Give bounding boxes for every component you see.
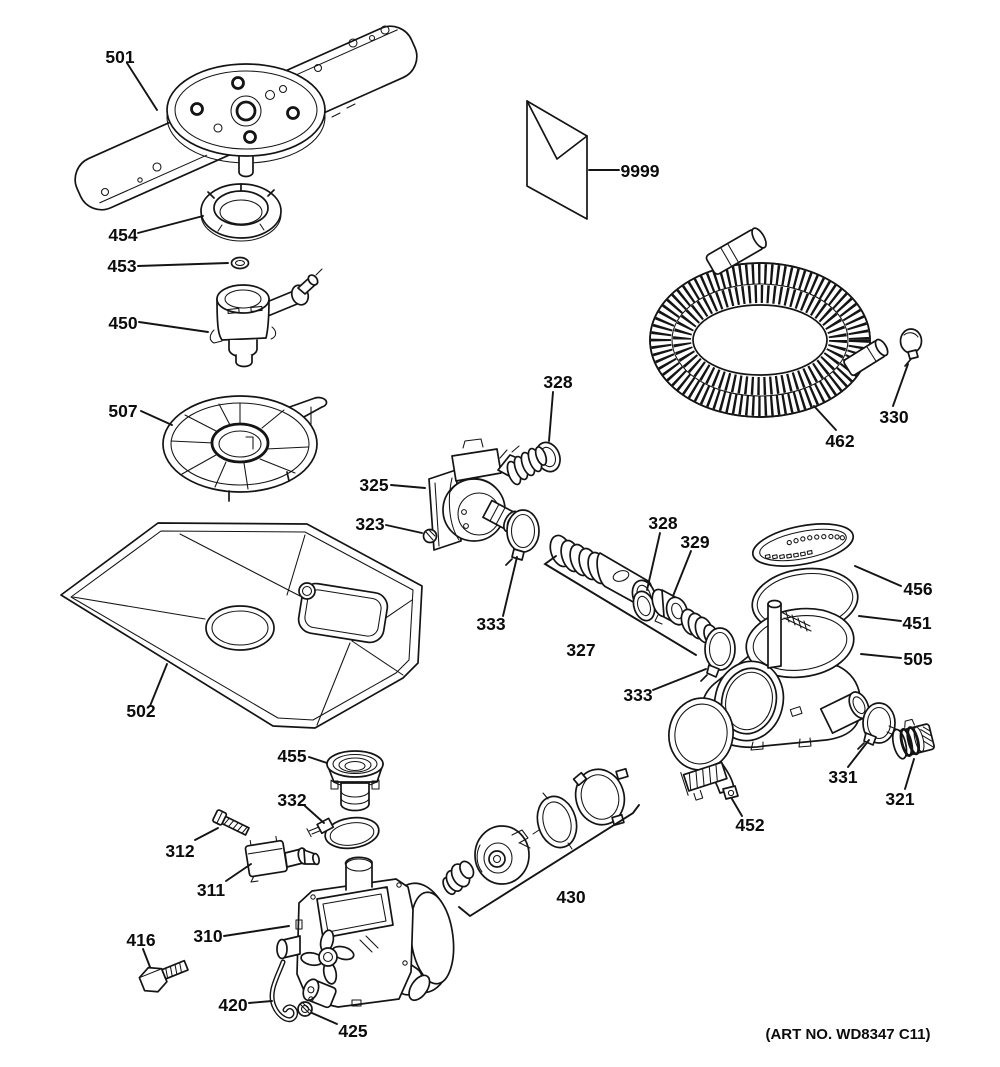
callout-328-upper: 328 (543, 372, 572, 392)
callout-325: 325 (359, 475, 388, 495)
callout-329: 329 (680, 532, 709, 552)
part-312-screw: 312 (165, 809, 250, 861)
callout-502: 502 (126, 701, 155, 721)
callout-453: 453 (107, 256, 136, 276)
part-450-water-conduit: 450 (108, 268, 323, 368)
callout-505: 505 (903, 649, 932, 669)
part-329-fitting: 329 (651, 532, 719, 647)
part-453-seal-ring: 453 (107, 256, 250, 276)
callout-507: 507 (108, 401, 137, 421)
callout-462: 462 (825, 431, 854, 451)
part-330-hose-clamp: 330 (879, 328, 923, 427)
callout-310: 310 (193, 926, 222, 946)
callout-330: 330 (879, 407, 908, 427)
part-331-clamp: 331 (828, 702, 897, 787)
callout-454: 454 (108, 225, 137, 245)
art-number: (ART NO. WD8347 C11) (765, 1026, 930, 1043)
part-310-motor-pump: 310 (193, 856, 455, 1009)
part-430-impeller-seal-kit: 430 (442, 767, 640, 918)
part-328-gasket-right: 328 (632, 513, 678, 622)
part-462-drain-hose: 462 (649, 227, 889, 451)
part-456-vent-gasket: 456 (751, 523, 933, 599)
part-452-large-clamp: 452 (668, 697, 765, 835)
callout-430: 430 (556, 887, 585, 907)
callout-501: 501 (105, 47, 134, 67)
part-501-spray-arm-support: 501 (74, 25, 418, 211)
part-333-clamp-right: 333 (623, 627, 736, 705)
callout-416: 416 (126, 930, 155, 950)
part-416-bolt: 416 (126, 930, 189, 993)
callout-9999: 9999 (621, 161, 660, 181)
callout-451: 451 (902, 613, 931, 633)
part-333-clamp-left: 333 (476, 509, 540, 634)
part-454-spray-arm-hub: 454 (108, 183, 282, 245)
callout-328-right: 328 (648, 513, 677, 533)
part-327-bellows-hose: 327 (543, 534, 697, 660)
callout-323: 323 (355, 514, 384, 534)
callout-312: 312 (165, 841, 194, 861)
callout-321: 321 (885, 789, 914, 809)
callout-420: 420 (218, 995, 247, 1015)
part-323-grommet: 323 (355, 514, 438, 544)
part-507-filter-plate: 507 (108, 395, 328, 502)
part-325-drain-pump: 325 (359, 438, 548, 551)
part-505-sump-housing: 505 (700, 599, 933, 751)
part-425-nut: 425 (297, 1001, 368, 1041)
part-321-check-valve: 321 (885, 718, 936, 809)
callout-333-right: 333 (623, 685, 652, 705)
callout-452: 452 (735, 815, 764, 835)
part-455-funnel: 455 (277, 746, 384, 812)
callout-450: 450 (108, 313, 137, 333)
callout-331: 331 (828, 767, 857, 787)
part-420-wire-clip: 420 (218, 959, 299, 1023)
part-502-sump-tray: 502 (60, 522, 423, 729)
callout-456: 456 (903, 579, 932, 599)
callout-333-left: 333 (476, 614, 505, 634)
callout-311: 311 (197, 880, 225, 900)
callout-332: 332 (277, 790, 306, 810)
part-332-clamp: 332 (277, 790, 380, 850)
part-311-solenoid: 311 (197, 835, 320, 900)
callout-327: 327 (566, 640, 595, 660)
callout-425: 425 (338, 1021, 367, 1041)
part-9999-literature-envelope: 9999 (526, 100, 660, 220)
callout-455: 455 (277, 746, 306, 766)
